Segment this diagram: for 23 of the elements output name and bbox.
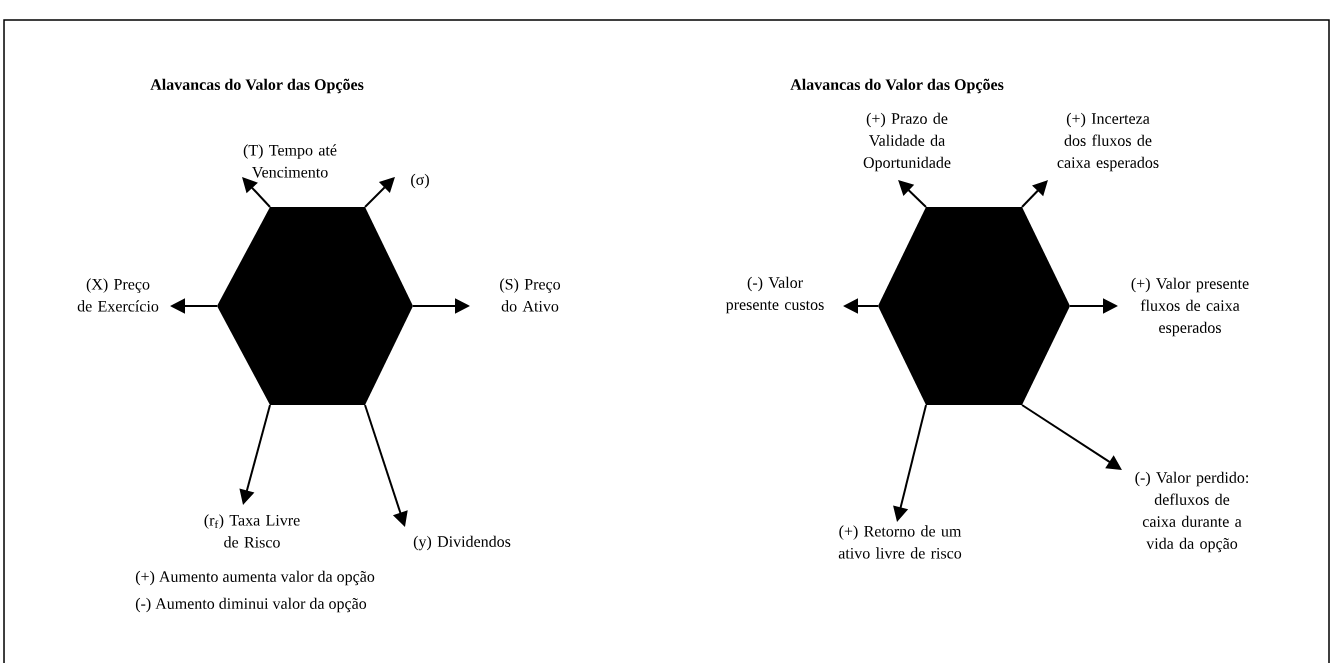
driver-label: (-) Valor presente custos	[725, 276, 824, 314]
driver-label: (y) Dividendos	[413, 535, 511, 551]
hexagon	[217, 207, 413, 405]
heading: Alavancas do Valor das Opções	[790, 78, 1004, 94]
driver-label: (+) Valor presente fluxos de caixa esperados	[1131, 277, 1249, 337]
driver-label: (T) Tempo até Vencimento	[243, 144, 337, 178]
driver-label: (+) Incerteza dos fluxos de caixa esperados	[1057, 112, 1159, 172]
note: (+) Aumento aumenta valor da opção	[135, 570, 375, 586]
note: (-) Aumento diminui valor da opção	[135, 597, 367, 613]
arrow	[898, 180, 927, 208]
arrow	[1021, 180, 1048, 208]
driver-label: (-) Valor perdido: defluxos de caixa durante a vida da opção	[1135, 471, 1248, 553]
driver-label: (X) Preço de Exercício	[77, 278, 159, 312]
driver-label: (σ)	[411, 173, 429, 189]
driver-label: (+) Retorno de um ativo livre de risco	[838, 525, 962, 559]
driver-label: (S) Preço do Ativo	[500, 278, 561, 312]
arrow	[242, 177, 271, 208]
heading: Alavancas do Valor das Opções	[150, 78, 364, 94]
hexagon	[878, 207, 1070, 405]
driver-label: (r$_{f}$) Taxa Livre de Risco	[204, 514, 300, 548]
arrow	[1021, 404, 1122, 470]
arrow	[364, 177, 395, 208]
driver-label: (+) Prazo de Validade da Oportunidade	[863, 112, 951, 172]
